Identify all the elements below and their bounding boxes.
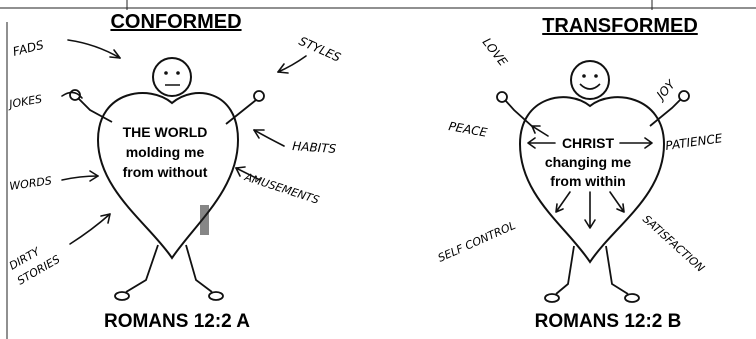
right-leg-left xyxy=(555,245,575,295)
left-arm-right xyxy=(225,99,257,125)
arrow-fads-head xyxy=(109,49,121,59)
conformed-caption: ROMANS 12:2 A xyxy=(104,311,250,332)
right-heart-line-2: changing me xyxy=(545,154,632,170)
left-leg-left xyxy=(125,244,159,293)
left-heart-line-3: from without xyxy=(123,164,208,180)
influence-fads: FADS xyxy=(11,38,45,59)
arrow-out-downleft xyxy=(555,191,571,213)
conformed-panel: CONFORMED THE WORLD molding me from with… xyxy=(6,11,343,332)
influence-habits: HABITS xyxy=(292,139,337,156)
fruit-patience: PATIENCE xyxy=(664,131,723,153)
arrow-out-down xyxy=(584,191,596,229)
left-hand-right xyxy=(253,90,265,102)
left-foot-right xyxy=(208,291,224,301)
left-eye xyxy=(176,71,180,75)
right-eye xyxy=(582,74,586,78)
influence-styles: STYLES xyxy=(297,34,343,65)
transformed-title: TRANSFORMED xyxy=(542,15,698,37)
arrow-out-upleft xyxy=(531,125,549,137)
fruit-peace: PEACE xyxy=(447,119,488,140)
right-eye xyxy=(594,74,598,78)
arrow-amusements xyxy=(235,167,261,181)
right-heart-line-1: CHRIST xyxy=(562,135,615,151)
left-leg-right xyxy=(185,244,213,293)
left-arm-left xyxy=(77,97,113,123)
transformed-panel: TRANSFORMED CHRIST changing me from with… xyxy=(436,15,724,332)
arrow-out-left xyxy=(527,137,556,149)
arrow-dirty-stories xyxy=(69,213,111,245)
left-foot-left xyxy=(114,291,130,301)
arrow-fads xyxy=(67,39,121,59)
arrow-out-right xyxy=(619,137,653,149)
fruit-satisfaction: SATISFACTION xyxy=(640,213,707,275)
left-heart-line-2: molding me xyxy=(126,144,205,160)
right-arm-left xyxy=(504,99,535,129)
influence-amusements: AMUSEMENTS xyxy=(242,170,321,207)
arrow-styles xyxy=(277,55,307,73)
influence-words: WORDS xyxy=(9,174,53,193)
arrow-amusements-head xyxy=(235,166,246,177)
arrow-words xyxy=(61,175,99,181)
right-smile xyxy=(579,83,601,90)
ink-smudge xyxy=(200,205,209,235)
right-leg-right xyxy=(605,245,629,295)
right-foot-right xyxy=(624,293,640,303)
fruit-self-control: SELF CONTROL xyxy=(436,219,518,265)
left-heart-line-1: THE WORLD xyxy=(123,124,208,140)
right-heart-body xyxy=(518,96,666,264)
influence-jokes: JOKES xyxy=(6,92,43,111)
transformed-caption: ROMANS 12:2 B xyxy=(535,311,682,332)
right-head xyxy=(570,60,610,100)
arrow-habits-head xyxy=(253,129,265,139)
arrow-jokes xyxy=(61,91,83,99)
arrow-words-head xyxy=(89,170,99,182)
left-eye xyxy=(164,71,168,75)
arrow-out-downright xyxy=(609,191,625,213)
right-arm-right xyxy=(649,99,681,127)
fruit-love: LOVE xyxy=(480,35,511,69)
right-hand-right xyxy=(678,90,690,102)
right-heart-line-3: from within xyxy=(550,173,625,189)
conformed-title: CONFORMED xyxy=(110,11,241,33)
fruit-joy: JOY xyxy=(652,76,678,103)
arrow-dirty-stories-head xyxy=(100,213,111,224)
right-foot-left xyxy=(544,293,560,303)
arrow-habits xyxy=(253,129,285,147)
arrow-styles-head xyxy=(277,63,289,74)
left-head xyxy=(152,57,192,97)
right-hand-left xyxy=(496,91,508,103)
